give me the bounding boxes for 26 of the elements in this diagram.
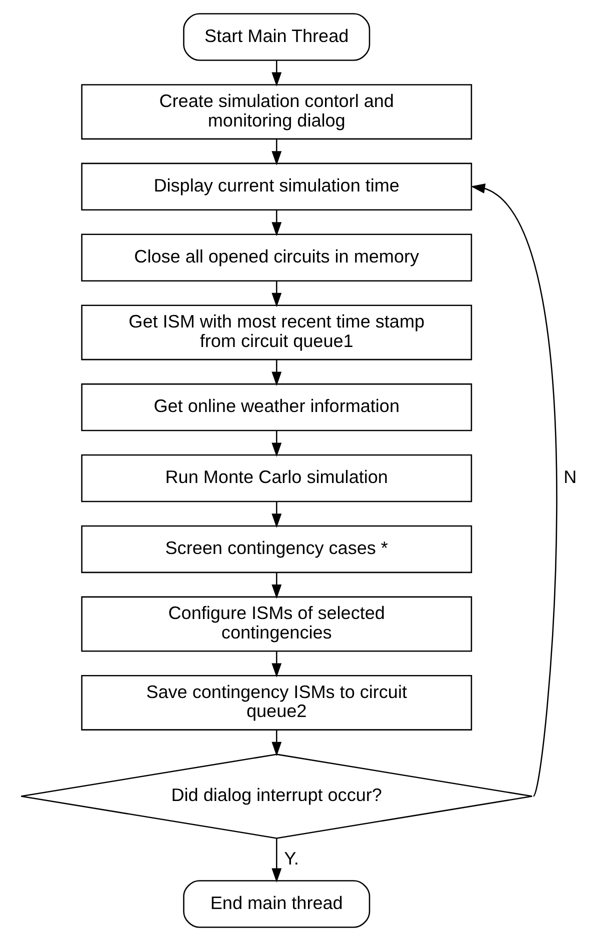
edge-label: N bbox=[564, 467, 577, 488]
arrow bbox=[272, 572, 282, 599]
node-box: Display current simulation time bbox=[81, 162, 472, 211]
node-box: Get ISM with most recent time stamp from circuit queue1 bbox=[81, 304, 472, 360]
edge-label: Y. bbox=[284, 848, 299, 868]
node-box: Run Monte Carlo simulation bbox=[81, 454, 472, 502]
arrow bbox=[272, 139, 282, 166]
arrow bbox=[272, 360, 282, 386]
node-box: Configure ISMs of selected contingencies bbox=[81, 596, 472, 652]
arrow bbox=[272, 280, 282, 308]
node-box: End main thread bbox=[183, 880, 370, 928]
arrow bbox=[272, 652, 282, 678]
arrow bbox=[272, 502, 282, 528]
arrow bbox=[470, 184, 558, 796]
arrow bbox=[272, 210, 282, 236]
arrow bbox=[272, 60, 282, 86]
arrow bbox=[272, 838, 282, 882]
arrow bbox=[272, 430, 282, 457]
node-box: Get online weather information bbox=[81, 383, 472, 432]
node-diamond: Did dialog interrupt occur? bbox=[20, 754, 533, 839]
node-box: Save contingency ISMs to circuit queue2 bbox=[81, 675, 472, 730]
node-box: Close all opened circuits in memory bbox=[81, 234, 472, 282]
arrow bbox=[272, 730, 282, 756]
node-box: Start Main Thread bbox=[183, 13, 370, 61]
node-box: Create simulation contorl and monitoring dialog bbox=[81, 84, 472, 140]
node-box: Screen contingency cases * bbox=[81, 525, 472, 574]
